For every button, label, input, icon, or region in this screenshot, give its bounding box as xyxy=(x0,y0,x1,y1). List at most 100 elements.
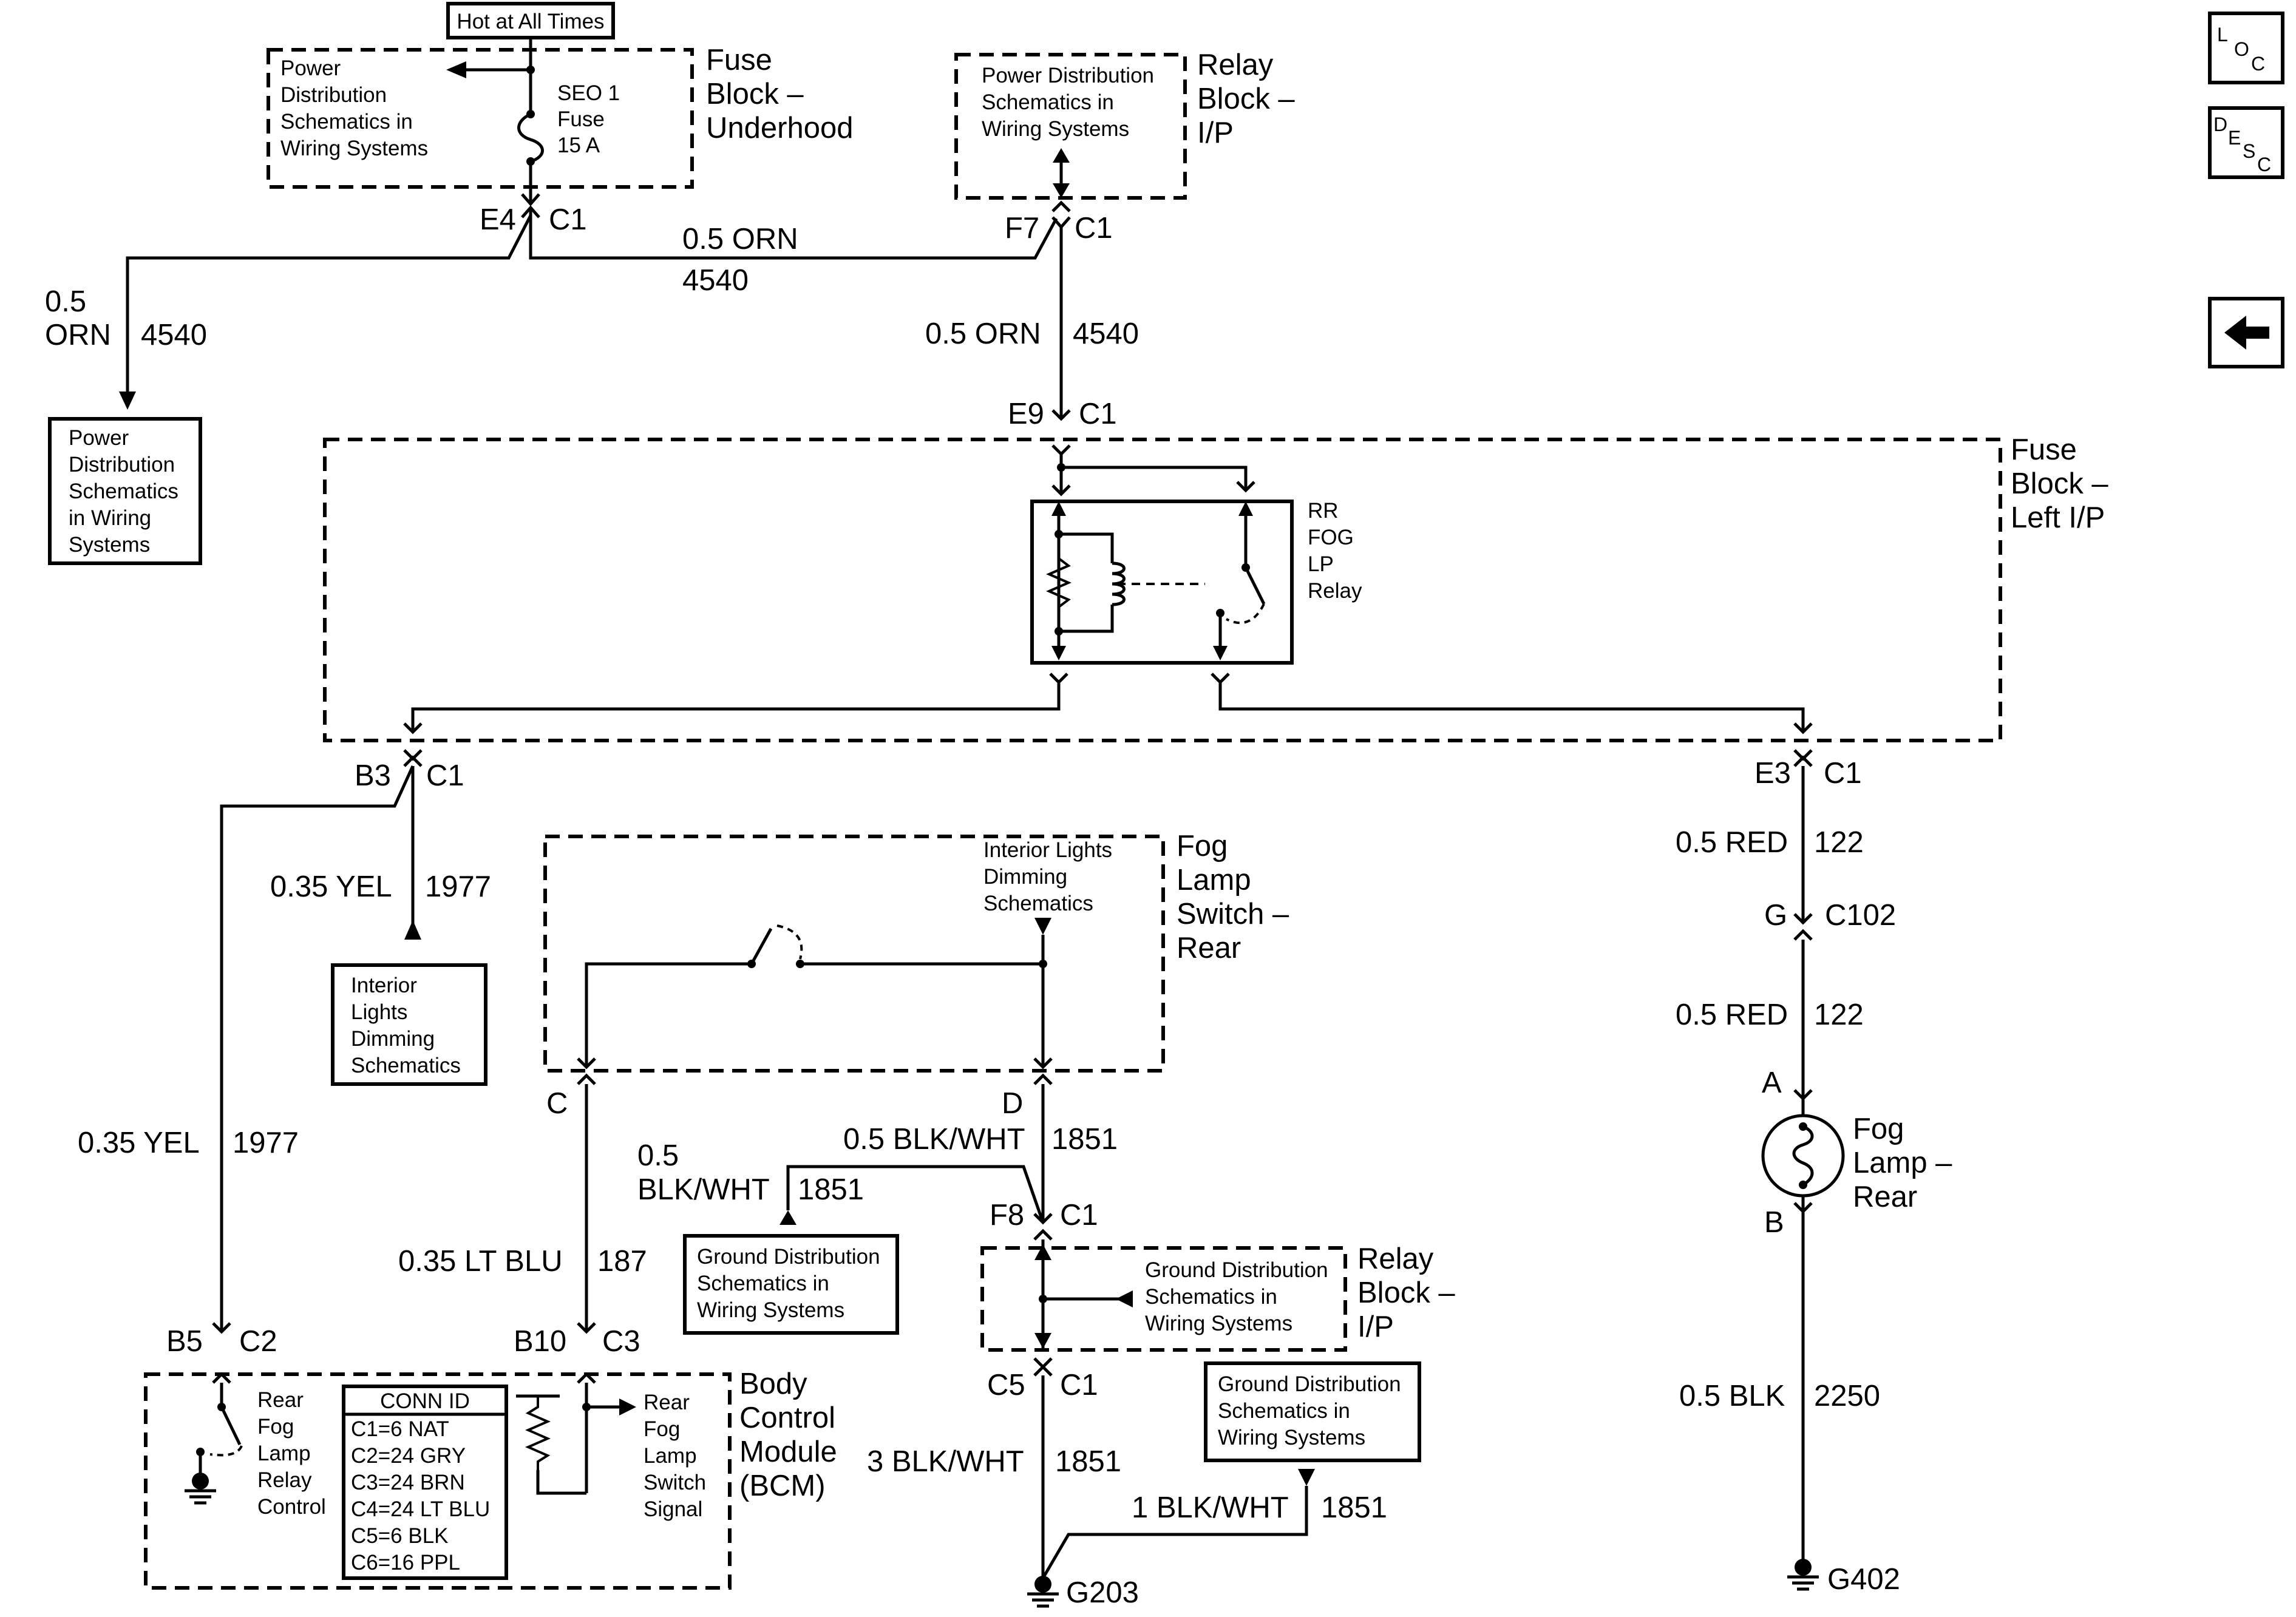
svg-text:G: G xyxy=(1764,899,1787,932)
svg-text:I/P: I/P xyxy=(1197,117,1234,149)
svg-text:C5=6 BLK: C5=6 BLK xyxy=(351,1524,449,1548)
svg-text:187: 187 xyxy=(597,1245,647,1278)
svg-text:F8: F8 xyxy=(990,1199,1024,1232)
fuse-block-underhood-title-3: Underhood xyxy=(706,112,853,144)
svg-text:1851: 1851 xyxy=(798,1173,864,1206)
svg-text:B3: B3 xyxy=(355,759,391,792)
svg-text:B: B xyxy=(1764,1206,1784,1239)
svg-text:1851: 1851 xyxy=(1055,1445,1121,1478)
fuse-block-underhood-title-2: Block – xyxy=(706,78,804,110)
svg-text:0.5 BLK: 0.5 BLK xyxy=(1679,1380,1785,1412)
relay-block-ip-top: Relay Block – I/P Power Distribution Sch… xyxy=(954,49,1295,245)
svg-text:Switch: Switch xyxy=(644,1471,706,1494)
svg-text:0.5 RED: 0.5 RED xyxy=(1676,826,1788,859)
svg-text:Rear: Rear xyxy=(1177,932,1241,964)
svg-text:Body: Body xyxy=(739,1368,807,1400)
svg-text:Switch –: Switch – xyxy=(1177,898,1289,931)
fuse-block-underhood-title-1: Fuse xyxy=(706,44,772,76)
svg-text:Ground Distribution: Ground Distribution xyxy=(1218,1372,1401,1396)
svg-text:C1: C1 xyxy=(1079,398,1117,430)
svg-text:A: A xyxy=(1762,1066,1782,1099)
svg-text:Power: Power xyxy=(69,426,129,450)
svg-text:1851: 1851 xyxy=(1051,1123,1118,1156)
arrow-left-icon xyxy=(446,61,466,78)
svg-text:C1: C1 xyxy=(426,759,464,792)
back-arrow-icon xyxy=(2224,316,2269,350)
fuse-icon xyxy=(517,112,544,163)
svg-text:Wiring Systems: Wiring Systems xyxy=(697,1298,844,1322)
svg-text:Ground Distribution: Ground Distribution xyxy=(697,1245,880,1269)
ground-dist-box-1: Ground Distribution Schematics in Wiring… xyxy=(683,1234,899,1335)
pd-underhood-1: Power xyxy=(280,56,341,80)
ground-g203: G203 xyxy=(1066,1576,1139,1609)
svg-text:0.5 ORN: 0.5 ORN xyxy=(925,317,1041,350)
svg-text:0.35 LT BLU: 0.35 LT BLU xyxy=(398,1245,563,1278)
svg-text:1 BLK/WHT: 1 BLK/WHT xyxy=(1132,1491,1289,1524)
svg-text:0.5 RED: 0.5 RED xyxy=(1676,998,1788,1031)
svg-text:3 BLK/WHT: 3 BLK/WHT xyxy=(867,1445,1024,1478)
svg-text:Lamp: Lamp xyxy=(257,1442,311,1465)
svg-text:Relay: Relay xyxy=(1357,1242,1434,1275)
svg-text:Wiring Systems: Wiring Systems xyxy=(1145,1312,1292,1335)
svg-text:Rear: Rear xyxy=(1853,1181,1917,1213)
svg-text:in Wiring: in Wiring xyxy=(69,506,151,530)
svg-text:Fuse: Fuse xyxy=(2011,433,2077,466)
svg-text:C: C xyxy=(2251,53,2265,75)
svg-text:Fog: Fog xyxy=(1177,830,1228,863)
seo-fuse-3: 15 A xyxy=(557,134,600,157)
rr-fog-lp-relay xyxy=(1030,500,1294,665)
ground-icon xyxy=(1027,1576,1059,1608)
svg-text:E: E xyxy=(2228,127,2241,149)
svg-text:Interior Lights: Interior Lights xyxy=(983,838,1112,862)
svg-text:C102: C102 xyxy=(1825,899,1896,932)
svg-text:Schematics: Schematics xyxy=(351,1054,461,1077)
fuse-block-underhood-outline xyxy=(267,48,694,189)
ground-icon xyxy=(1787,1559,1819,1591)
svg-text:Interior: Interior xyxy=(351,974,417,997)
svg-text:122: 122 xyxy=(1814,826,1864,859)
wire-4540-top-label: 4540 xyxy=(682,264,749,297)
svg-text:Ground Distribution: Ground Distribution xyxy=(1145,1258,1328,1282)
svg-text:Dimming: Dimming xyxy=(351,1027,435,1051)
svg-text:C: C xyxy=(2257,154,2271,175)
svg-text:C1=6 NAT: C1=6 NAT xyxy=(351,1417,449,1441)
svg-text:Fog: Fog xyxy=(644,1417,680,1441)
svg-text:Power Distribution: Power Distribution xyxy=(982,64,1154,87)
svg-text:C3: C3 xyxy=(602,1325,640,1358)
fuse-block-left-ip: Fuse Block – Left I/P RR FOG LP Relay xyxy=(323,433,2108,742)
resistor-icon xyxy=(1046,557,1072,608)
wire-orn-05-b: ORN xyxy=(45,319,111,351)
pullup-resistor-icon xyxy=(525,1396,551,1470)
svg-text:C: C xyxy=(546,1087,568,1120)
back-button[interactable] xyxy=(2208,297,2284,368)
svg-text:D: D xyxy=(1002,1087,1023,1120)
desc-icon: D E S C xyxy=(2213,114,2271,175)
svg-text:C3=24 BRN: C3=24 BRN xyxy=(351,1471,465,1494)
svg-text:0.5 BLK/WHT: 0.5 BLK/WHT xyxy=(843,1123,1025,1156)
svg-text:L: L xyxy=(2217,24,2228,46)
fuse-block-underhood: Hot at All Times Fuse Block – Underhood … xyxy=(267,2,853,236)
body-control-module: Body Control Module (BCM) Rear Fog Lamp … xyxy=(144,1368,837,1590)
wire-orn-05-a: 0.5 xyxy=(45,285,86,318)
svg-text:0.35 YEL: 0.35 YEL xyxy=(78,1127,200,1159)
wire-orn-05-top: 0.5 ORN xyxy=(682,223,798,256)
svg-text:Fog: Fog xyxy=(1853,1113,1904,1145)
svg-text:Systems: Systems xyxy=(69,533,150,557)
svg-text:(BCM): (BCM) xyxy=(739,1470,826,1502)
svg-text:1977: 1977 xyxy=(233,1127,299,1159)
svg-text:C1: C1 xyxy=(1060,1199,1098,1232)
svg-text:Schematics in: Schematics in xyxy=(1145,1285,1277,1309)
svg-text:Left I/P: Left I/P xyxy=(2011,501,2105,534)
svg-text:4540: 4540 xyxy=(1073,317,1139,350)
loc-button[interactable]: L O C xyxy=(2208,12,2284,84)
svg-text:C4=24 LT BLU: C4=24 LT BLU xyxy=(351,1497,490,1521)
desc-button[interactable]: D E S C xyxy=(2208,106,2284,179)
svg-text:Block –: Block – xyxy=(2011,467,2108,500)
svg-text:Lamp: Lamp xyxy=(644,1444,697,1468)
pd-underhood-3: Schematics in xyxy=(280,110,413,134)
svg-text:Rear: Rear xyxy=(257,1388,304,1412)
svg-text:0.5: 0.5 xyxy=(637,1139,679,1172)
svg-text:Relay: Relay xyxy=(1197,49,1274,81)
svg-text:O: O xyxy=(2234,38,2249,60)
